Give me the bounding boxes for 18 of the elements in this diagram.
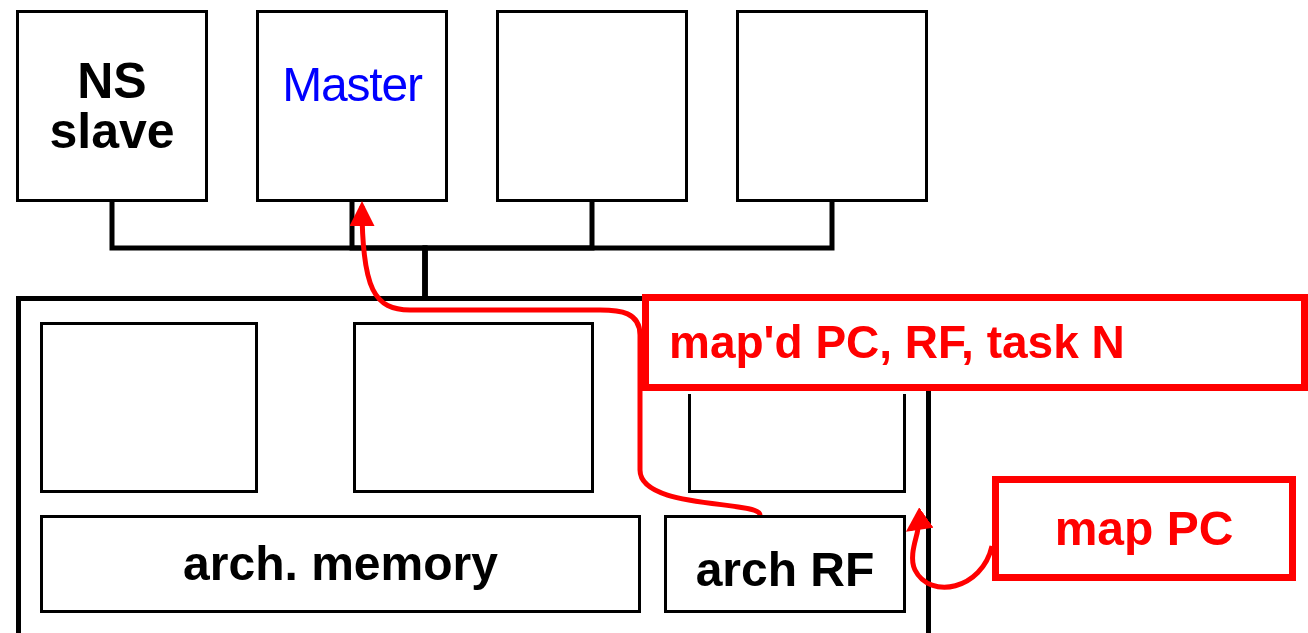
register-box xyxy=(664,515,906,613)
node-label: arch RF xyxy=(695,542,875,598)
memory-box xyxy=(40,515,641,613)
process-box xyxy=(736,10,928,202)
annotation-box xyxy=(642,294,1308,391)
bus-line xyxy=(422,202,835,296)
node-label: NS slave xyxy=(48,56,176,156)
node-label: map PC xyxy=(1054,500,1234,557)
node-label: arch. memory xyxy=(183,536,498,592)
process-box xyxy=(256,10,448,202)
process-box xyxy=(353,322,594,493)
process-box xyxy=(688,394,906,493)
annotation-box xyxy=(992,476,1296,581)
node-label: Master xyxy=(282,61,422,109)
process-box xyxy=(40,322,258,493)
node-label: map'd PC, RF, task N xyxy=(669,315,1125,370)
process-box xyxy=(16,10,208,202)
process-box xyxy=(496,10,688,202)
